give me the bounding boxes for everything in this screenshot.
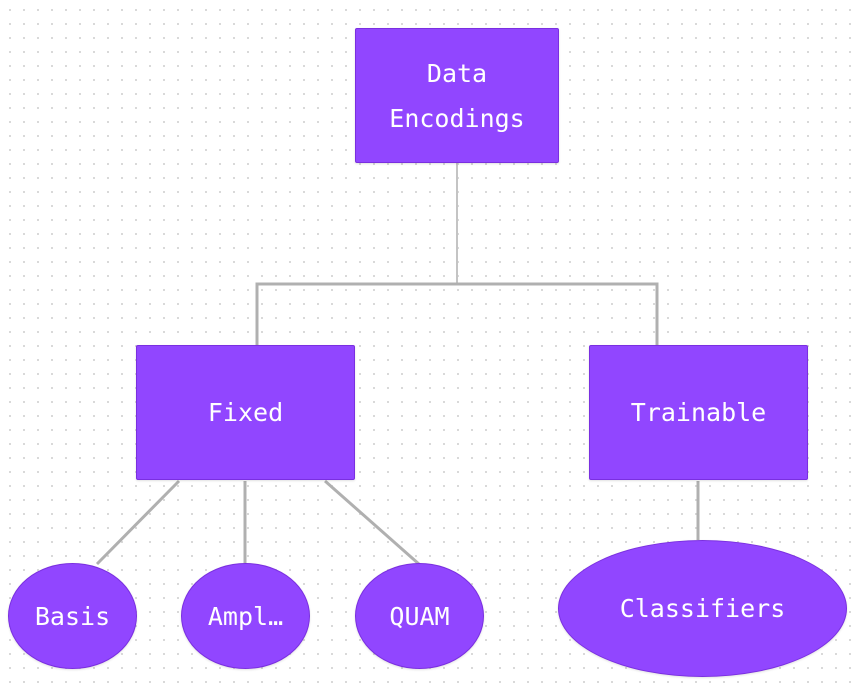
node-classifiers[interactable]: Classifiers	[558, 540, 847, 677]
node-classifiers-label: Classifiers	[619, 594, 786, 623]
node-data-encodings-label: Data Encodings	[389, 58, 525, 133]
node-trainable-label: Trainable	[630, 398, 767, 427]
connector-fixed-to-basis	[95, 479, 181, 566]
node-fixed[interactable]: Fixed	[136, 345, 355, 480]
node-data-encodings[interactable]: Data Encodings	[355, 28, 559, 163]
node-ampl-label: Ampl…	[207, 601, 284, 631]
connector-fixed-to-quam	[324, 479, 421, 567]
node-ampl[interactable]: Ampl…	[181, 563, 310, 669]
node-basis-label: Basis	[34, 601, 111, 631]
node-quam-label: QUAM	[389, 601, 450, 631]
node-fixed-label: Fixed	[207, 398, 284, 427]
node-quam[interactable]: QUAM	[355, 563, 484, 669]
connector-root-to-fixed-and-trainable	[255, 282, 659, 345]
node-basis[interactable]: Basis	[8, 563, 137, 669]
node-trainable[interactable]: Trainable	[589, 345, 808, 480]
